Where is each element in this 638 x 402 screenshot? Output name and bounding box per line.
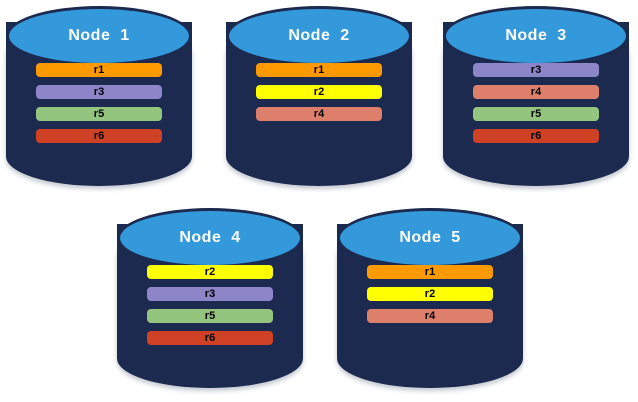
replica-bar[interactable]: r3 (147, 287, 273, 301)
node-title: Node 3 (505, 27, 567, 44)
replica-label: r6 (530, 129, 542, 142)
replica-bar[interactable]: r3 (473, 63, 599, 77)
replica-bar[interactable]: r2 (256, 85, 382, 99)
replica-list: r1 r2 r4 (367, 265, 493, 323)
node-title: Node 4 (179, 229, 241, 246)
replica-label: r2 (424, 287, 436, 300)
replica-bar[interactable]: r1 (367, 265, 493, 279)
replica-bar[interactable]: r5 (473, 107, 599, 121)
replica-label: r6 (204, 331, 216, 344)
replica-list: r1 r2 r4 (256, 63, 382, 121)
node-cylinder-1[interactable]: Node 1 r1 r3 r5 r6 (6, 6, 192, 186)
replica-bar[interactable]: r6 (147, 331, 273, 345)
replica-label: r3 (93, 85, 105, 98)
replica-bar[interactable]: r4 (256, 107, 382, 121)
node-cylinder-5[interactable]: Node 5 r1 r2 r4 (337, 208, 523, 388)
replica-label: r4 (424, 309, 436, 322)
replica-label: r2 (313, 85, 325, 98)
replica-bar[interactable]: r5 (147, 309, 273, 323)
replica-bar[interactable]: r4 (367, 309, 493, 323)
node-title: Node 5 (399, 229, 461, 246)
replica-label: r2 (204, 265, 216, 278)
replica-list: r3 r4 r5 r6 (473, 63, 599, 143)
replica-list: r2 r3 r5 r6 (147, 265, 273, 345)
replica-label: r1 (424, 265, 436, 278)
replica-label: r1 (313, 63, 325, 76)
replica-label: r3 (530, 63, 542, 76)
replica-label: r3 (204, 287, 216, 300)
replica-bar[interactable]: r3 (36, 85, 162, 99)
replica-bar[interactable]: r1 (36, 63, 162, 77)
node-cylinder-2[interactable]: Node 2 r1 r2 r4 (226, 6, 412, 186)
replica-label: r4 (530, 85, 542, 98)
replica-label: r5 (93, 107, 105, 120)
node-cylinder-4[interactable]: Node 4 r2 r3 r5 r6 (117, 208, 303, 388)
replica-label: r6 (93, 129, 105, 142)
replica-bar[interactable]: r1 (256, 63, 382, 77)
replica-bar[interactable]: r4 (473, 85, 599, 99)
replica-list: r1 r3 r5 r6 (36, 63, 162, 143)
replica-label: r1 (93, 63, 105, 76)
replica-bar[interactable]: r2 (147, 265, 273, 279)
node-title: Node 2 (288, 27, 350, 44)
node-cylinder-3[interactable]: Node 3 r3 r4 r5 r6 (443, 6, 629, 186)
replica-label: r4 (313, 107, 325, 120)
replica-label: r5 (204, 309, 216, 322)
node-title: Node 1 (68, 27, 130, 44)
replica-bar[interactable]: r6 (473, 129, 599, 143)
replica-label: r5 (530, 107, 542, 120)
replica-bar[interactable]: r6 (36, 129, 162, 143)
replica-bar[interactable]: r5 (36, 107, 162, 121)
replica-bar[interactable]: r2 (367, 287, 493, 301)
